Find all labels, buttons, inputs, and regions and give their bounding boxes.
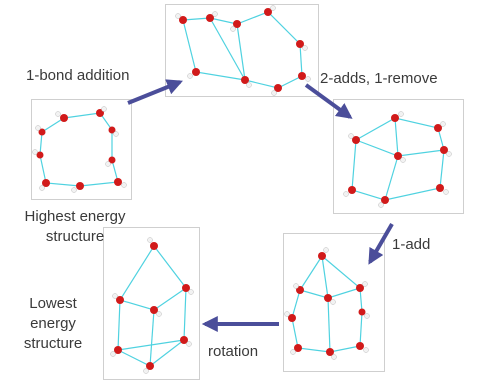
molecule-lowest-energy xyxy=(110,237,194,374)
label-lowest-energy-line3: structure xyxy=(23,335,83,352)
arrow-step-3 xyxy=(368,222,394,265)
molecule-after-1-add xyxy=(284,247,370,360)
label-step-1-add: 1-add xyxy=(392,236,431,253)
label-lowest-energy-line2: energy xyxy=(30,315,76,332)
arrow-step-1 xyxy=(127,79,183,105)
label-highest-energy-line2: structure xyxy=(45,228,105,245)
label-step-2-adds-1-remove: 2-adds, 1-remove xyxy=(320,70,438,87)
label-highest-energy-line1: Highest energy xyxy=(24,208,126,225)
arrow-step-2 xyxy=(304,83,353,119)
molecule-highest-energy xyxy=(32,106,127,193)
label-step-1-bond-addition: 1-bond addition xyxy=(26,67,130,84)
molecule-after-1-bond-addition xyxy=(175,5,311,96)
label-lowest-energy-line1: Lowest xyxy=(29,295,77,312)
molecule-after-2-adds-1-remove xyxy=(343,111,452,208)
label-step-rotation: rotation xyxy=(208,343,259,360)
